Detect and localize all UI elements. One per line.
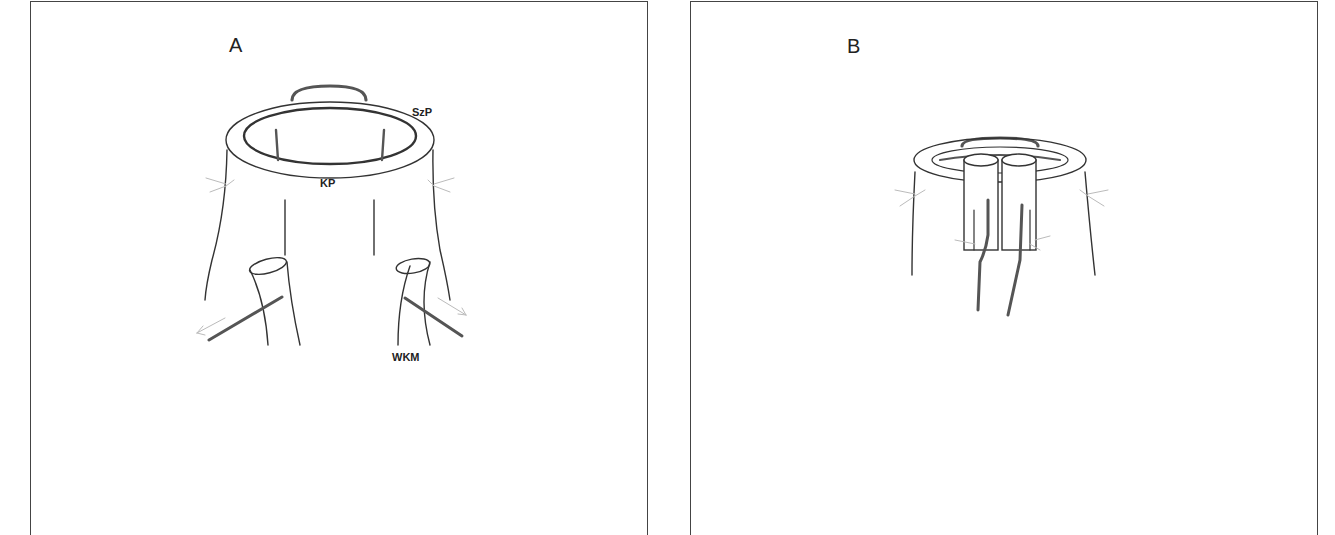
panel-letter: A [229,35,242,55]
part-label: SzP [412,107,432,118]
part-label: KP [320,178,335,189]
part-label: WKM [392,352,420,363]
panel-frame [31,2,648,535]
bladder-drawing-b [895,138,1108,315]
panel-letter: B [847,36,860,56]
bladder-drawing-a [197,86,466,345]
panel-frame [691,2,1318,535]
